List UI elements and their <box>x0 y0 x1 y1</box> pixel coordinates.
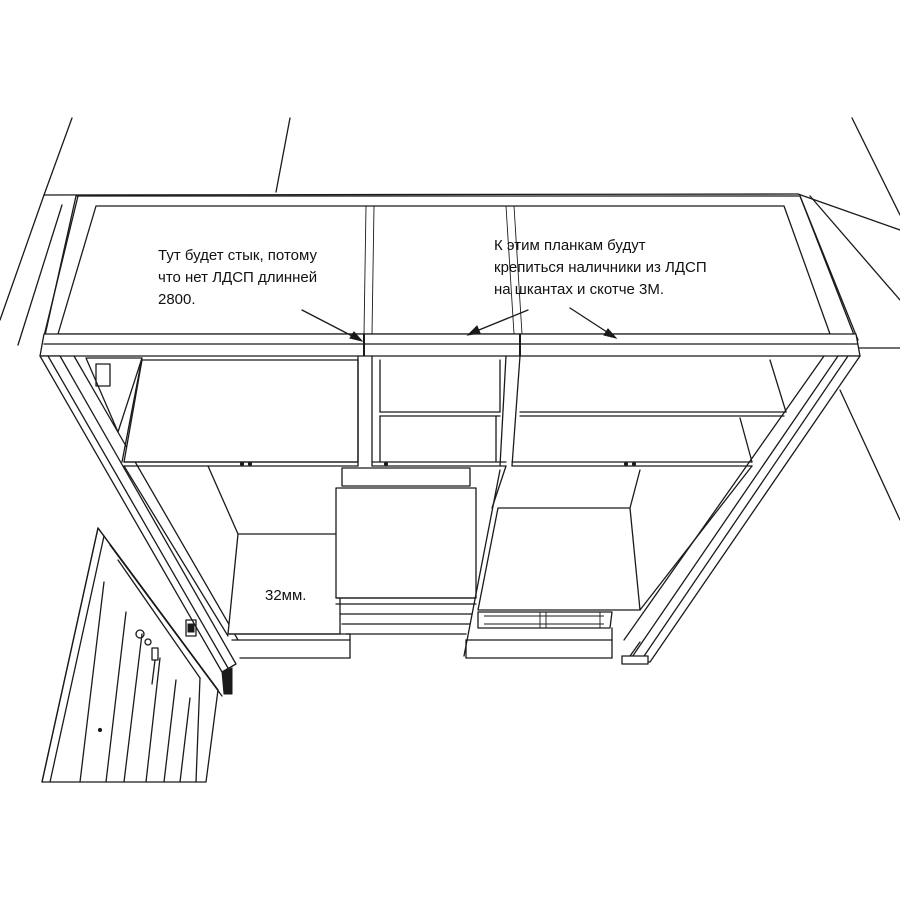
lower-compartments <box>123 465 753 659</box>
joint-note: Тут будет стык, потому что нет ЛДСП длин… <box>158 247 317 308</box>
front-trim-planks <box>39 333 861 357</box>
annotation-arrows <box>301 307 618 342</box>
trim-note: К этим планкам будут крепиться наличники… <box>494 237 707 298</box>
joint-note-line-2: что нет ЛДСП длинней <box>158 269 317 286</box>
room-walls <box>0 117 900 521</box>
right-side-panel <box>623 355 861 663</box>
thickness-label: 32мм. <box>265 587 306 604</box>
trim-note-line-2: крепиться наличники из ЛДСП <box>494 259 707 276</box>
joint-note-line-3: 2800. <box>158 291 196 308</box>
entrance-door <box>41 527 223 783</box>
interior-shelves <box>85 355 787 467</box>
plinth-details <box>221 641 649 695</box>
trim-note-line-1: К этим планкам будут <box>494 237 646 254</box>
left-side-panel <box>39 355 239 673</box>
wardrobe-top-panel <box>43 195 859 341</box>
trim-note-line-3: на шкантах и скотче 3М. <box>494 281 664 298</box>
joint-note-line-1: Тут будет стык, потому <box>158 247 317 264</box>
